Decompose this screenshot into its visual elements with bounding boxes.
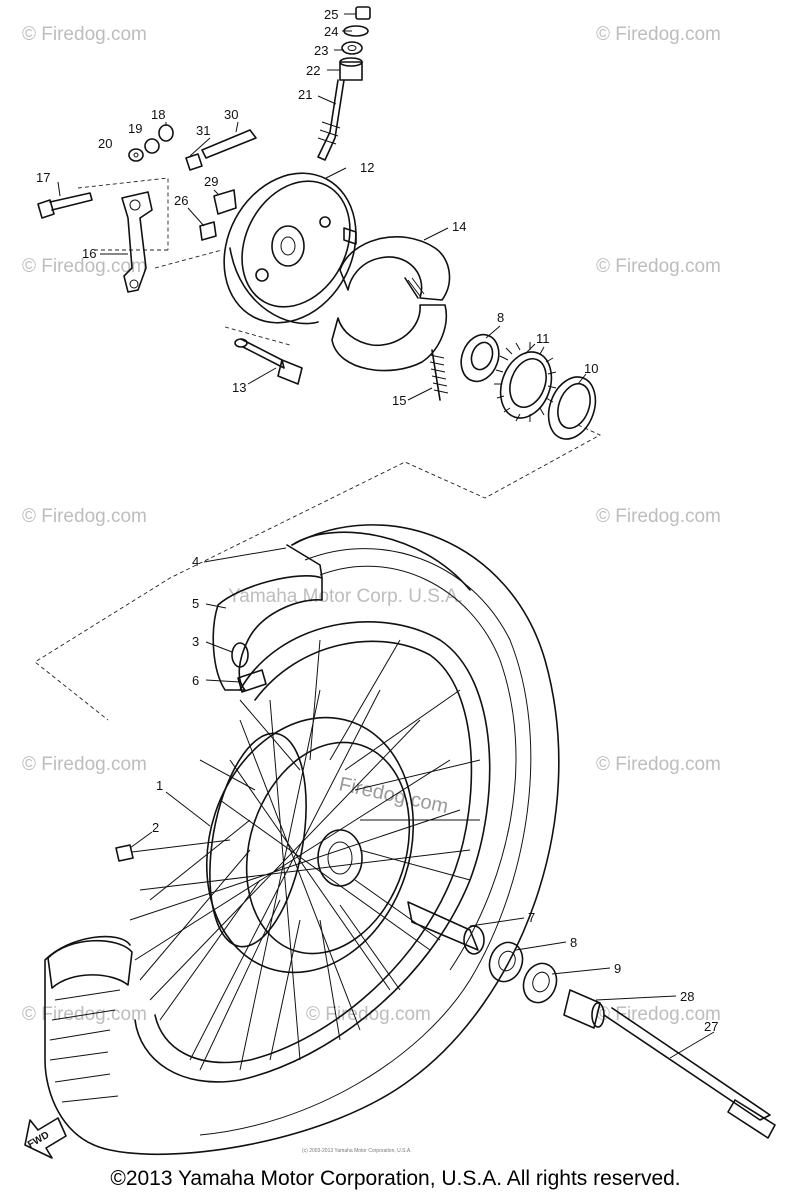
- callout-26: 26: [174, 193, 188, 208]
- callout-12: 12: [360, 160, 374, 175]
- brake-shoes: [331, 236, 451, 401]
- callout-8-lower: 8: [570, 935, 577, 950]
- copyright-notice: ©2013 Yamaha Motor Corporation, U.S.A. A…: [110, 1167, 681, 1190]
- callout-9: 9: [614, 961, 621, 976]
- callout-14: 14: [452, 219, 466, 234]
- callout-2: 2: [152, 820, 159, 835]
- callout-28: 28: [680, 989, 694, 1004]
- watermark-text: © Firedog.com: [22, 754, 147, 775]
- callout-22: 22: [306, 63, 320, 78]
- callout-24: 24: [324, 24, 338, 39]
- callout-1: 1: [156, 778, 163, 793]
- callout-29: 29: [204, 174, 218, 189]
- callout-8-upper: 8: [497, 310, 504, 325]
- watermark-small-credit: (c) 2003-2013 Yamaha Motor Corporation, …: [302, 1148, 412, 1154]
- watermark-text: © Firedog.com: [596, 1004, 721, 1025]
- watermark-text: © Firedog.com: [596, 754, 721, 775]
- assembly-guide-lines: [34, 177, 602, 721]
- callout-30: 30: [224, 107, 238, 122]
- callout-20: 20: [98, 136, 112, 151]
- watermark-text: © Firedog.com: [22, 506, 147, 527]
- watermark-text: © Firedog.com: [22, 256, 147, 277]
- callout-27: 27: [704, 1019, 718, 1034]
- watermark-text: © Firedog.com: [596, 256, 721, 277]
- callout-4: 4: [192, 554, 199, 569]
- watermark-text: © Firedog.com: [22, 24, 147, 45]
- callout-17: 17: [36, 170, 50, 185]
- callout-18: 18: [151, 107, 165, 122]
- callout-3: 3: [192, 634, 199, 649]
- callout-10: 10: [584, 361, 598, 376]
- callout-13: 13: [232, 380, 246, 395]
- hub-bearing-gear-seal: [460, 333, 597, 440]
- watermark-text: © Firedog.com: [596, 506, 721, 527]
- front-wheel: [44, 524, 560, 1155]
- callout-7: 7: [528, 910, 535, 925]
- brake-shoe-plate: [223, 172, 357, 325]
- callout-6: 6: [192, 673, 199, 688]
- callout-15: 15: [392, 393, 406, 408]
- callout-numbers: 25 24 23 22 21 18 19 20 31 30 12 17 29 2…: [36, 7, 718, 1034]
- callout-16: 16: [82, 246, 96, 261]
- watermark-manufacturer: Yamaha Motor Corp. U.S.A.: [228, 586, 463, 607]
- brake-arm-and-fasteners: [37, 124, 257, 293]
- callout-19: 19: [128, 121, 142, 136]
- callout-leader-lines: [57, 13, 715, 1059]
- callout-23: 23: [314, 43, 328, 58]
- watermark-text: © Firedog.com: [596, 24, 721, 45]
- callout-11: 11: [536, 331, 550, 346]
- callout-21: 21: [298, 87, 312, 102]
- fwd-arrow: FWD: [24, 1117, 67, 1159]
- callout-25: 25: [324, 7, 338, 22]
- brake-camshaft: [234, 338, 303, 385]
- callout-5: 5: [192, 596, 199, 611]
- axle-assembly: [407, 901, 776, 1139]
- callout-31: 31: [196, 123, 210, 138]
